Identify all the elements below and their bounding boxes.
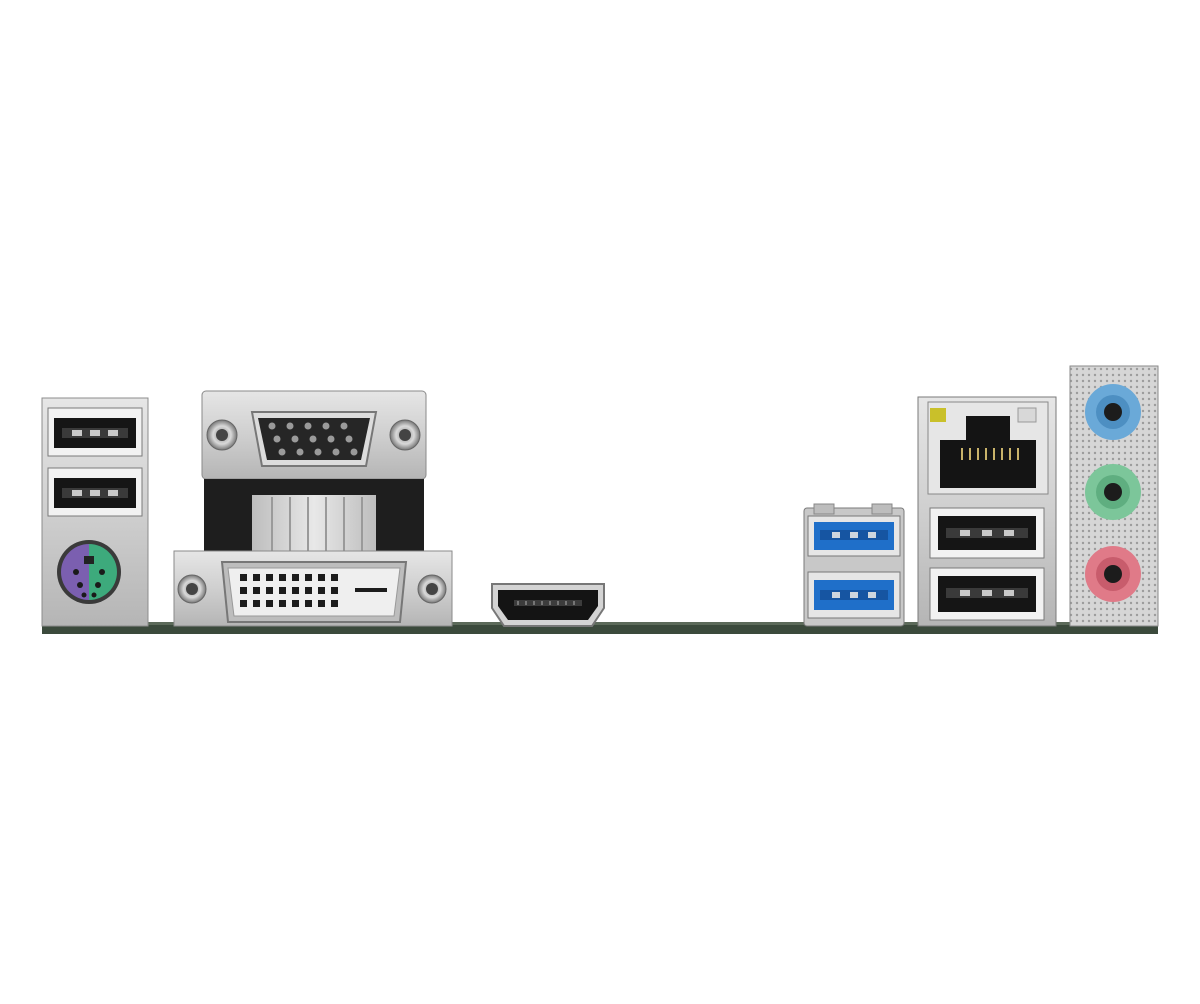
- dvi-pin: [266, 574, 273, 581]
- dvi-pin: [240, 574, 247, 581]
- dvi-pin: [292, 587, 299, 594]
- dvi-pin: [305, 600, 312, 607]
- usb2-port-right-bottom[interactable]: [929, 567, 1045, 621]
- usb3-port-bottom[interactable]: [807, 571, 901, 619]
- vga-port[interactable]: [250, 411, 378, 467]
- dvi-pin: [240, 600, 247, 607]
- ps2-port[interactable]: [57, 540, 121, 604]
- dvi-pin: [331, 600, 338, 607]
- dvi-pin: [318, 574, 325, 581]
- dvi-pin: [253, 574, 260, 581]
- dvi-pin: [266, 587, 273, 594]
- dvi-pin: [318, 587, 325, 594]
- usb2-port-right-top[interactable]: [929, 507, 1045, 559]
- usb2-port-left-bottom[interactable]: [47, 467, 143, 517]
- dvi-screw-left: [177, 574, 207, 604]
- pcb-edge: [42, 624, 1158, 634]
- audio-line-out-jack[interactable]: [1085, 464, 1141, 520]
- dvi-pin: [331, 587, 338, 594]
- dvi-pin: [240, 587, 247, 594]
- vga-dvi-stack: [173, 390, 453, 627]
- usb2-port-left-top[interactable]: [47, 407, 143, 457]
- dvi-pin: [318, 600, 325, 607]
- dvi-pin: [279, 600, 286, 607]
- audio-stack: [1069, 365, 1159, 627]
- vga-screw-left: [206, 419, 238, 451]
- dvi-screw-right: [417, 574, 447, 604]
- vga-screw-right: [389, 419, 421, 451]
- dvi-pin: [266, 600, 273, 607]
- dvi-pin: [305, 574, 312, 581]
- dvi-port[interactable]: [220, 561, 408, 623]
- usb3-port-top[interactable]: [807, 515, 901, 557]
- dvi-pin: [253, 587, 260, 594]
- dvi-pin: [253, 600, 260, 607]
- dvi-pin: [331, 574, 338, 581]
- hdmi-port[interactable]: [491, 583, 605, 627]
- dvi-pin: [292, 574, 299, 581]
- usb3-stack: [803, 503, 905, 627]
- dvi-pin: [279, 587, 286, 594]
- dvi-pin: [305, 587, 312, 594]
- audio-mic-jack[interactable]: [1085, 546, 1141, 602]
- dvi-pin: [279, 574, 286, 581]
- rj45-lan-port[interactable]: [927, 401, 1049, 495]
- dvi-pin: [292, 600, 299, 607]
- usb2-ps2-stack: [41, 397, 149, 627]
- audio-line-in-jack[interactable]: [1085, 384, 1141, 440]
- lan-usb-stack: [917, 396, 1057, 627]
